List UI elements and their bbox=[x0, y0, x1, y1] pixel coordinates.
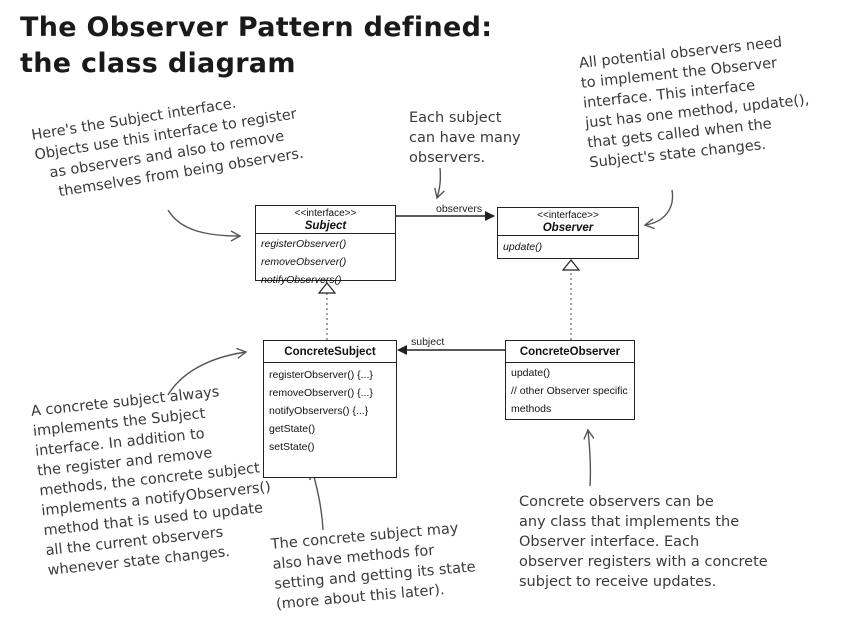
concrete-subject-method: removeObserver() {...} bbox=[269, 387, 373, 399]
subject-method: removeObserver() bbox=[261, 256, 347, 268]
subject-method: notifyObservers() bbox=[261, 274, 342, 286]
realization-observer-triangle bbox=[561, 259, 581, 271]
concrete-observer-class-name: ConcreteObserver bbox=[519, 346, 621, 358]
note-line: subject to receive updates. bbox=[519, 574, 717, 590]
note-line: can have many bbox=[409, 130, 521, 146]
page-title-line-1: The Observer Pattern defined: bbox=[20, 12, 493, 43]
annotation-arrow-getset bbox=[309, 468, 324, 531]
concrete-observer-method: update() bbox=[511, 367, 551, 379]
annotation-arrow-concrete-subject bbox=[167, 347, 248, 396]
concrete-subject-methods: registerObserver() {...} removeObserver(… bbox=[264, 363, 396, 458]
concrete-subject-method: registerObserver() {...} bbox=[269, 369, 373, 381]
observer-interface-header: <<interface>> Observer bbox=[498, 210, 638, 236]
concrete-observer-method: // other Observer specific bbox=[511, 385, 628, 397]
page-title-line-2: the class diagram bbox=[20, 48, 296, 79]
observer-method: update() bbox=[503, 241, 543, 253]
note-line: Observer interface. Each bbox=[519, 534, 700, 550]
note-line: observer registers with a concrete bbox=[519, 554, 768, 570]
note-line: Concrete observers can be bbox=[519, 494, 714, 510]
concrete-subject-class-name: ConcreteSubject bbox=[284, 346, 376, 358]
concrete-observer-method: methods bbox=[511, 403, 552, 415]
concrete-observer-box: ConcreteObserver update() // other Obser… bbox=[505, 340, 635, 420]
concrete-subject-method: getState() bbox=[269, 423, 316, 435]
concrete-observer-header: ConcreteObserver bbox=[506, 341, 634, 363]
annotation-arrow-subject-interface bbox=[167, 209, 242, 242]
observer-stereotype: <<interface>> bbox=[537, 210, 599, 221]
subject-class-name: Subject bbox=[304, 220, 347, 232]
observer-class-name: Observer bbox=[542, 222, 594, 234]
edge-label-observers: observers bbox=[436, 203, 483, 215]
observer-interface-box: <<interface>> Observer update() bbox=[497, 207, 639, 259]
edge-label-subject: subject bbox=[411, 336, 445, 348]
note-each-subject: Each subject can have many observers. bbox=[409, 108, 521, 168]
concrete-subject-method: setState() bbox=[269, 441, 315, 453]
note-line: observers. bbox=[409, 150, 486, 166]
concrete-subject-box: ConcreteSubject registerObserver() {...}… bbox=[263, 340, 397, 478]
note-concrete-observers: Concrete observers can be any class that… bbox=[519, 492, 768, 592]
subject-interface-box: <<interface>> Subject registerObserver()… bbox=[255, 205, 396, 286]
note-line: Each subject bbox=[409, 110, 502, 126]
note-concrete-subject: A concrete subject always implements the… bbox=[30, 378, 278, 581]
subject-stereotype: <<interface>> bbox=[294, 208, 357, 219]
realization-subject-triangle bbox=[317, 282, 337, 294]
concrete-subject-method: notifyObservers() {...} bbox=[269, 405, 369, 417]
subject-methods: registerObserver() removeObserver() noti… bbox=[256, 234, 395, 291]
annotation-arrow-concrete-observers bbox=[583, 428, 595, 487]
subject-method: registerObserver() bbox=[261, 238, 347, 250]
note-line: any class that implements the bbox=[519, 514, 740, 530]
concrete-subject-header: ConcreteSubject bbox=[264, 341, 396, 363]
annotation-arrow-observer-interface bbox=[643, 189, 674, 230]
note-observer-interface: All potential observers need to implemen… bbox=[578, 30, 814, 173]
concrete-observer-methods: update() // other Observer specific meth… bbox=[506, 363, 634, 420]
annotation-arrow-each-subject bbox=[434, 167, 445, 200]
subject-interface-header: <<interface>> Subject bbox=[256, 208, 395, 234]
observer-methods: update() bbox=[498, 236, 638, 259]
